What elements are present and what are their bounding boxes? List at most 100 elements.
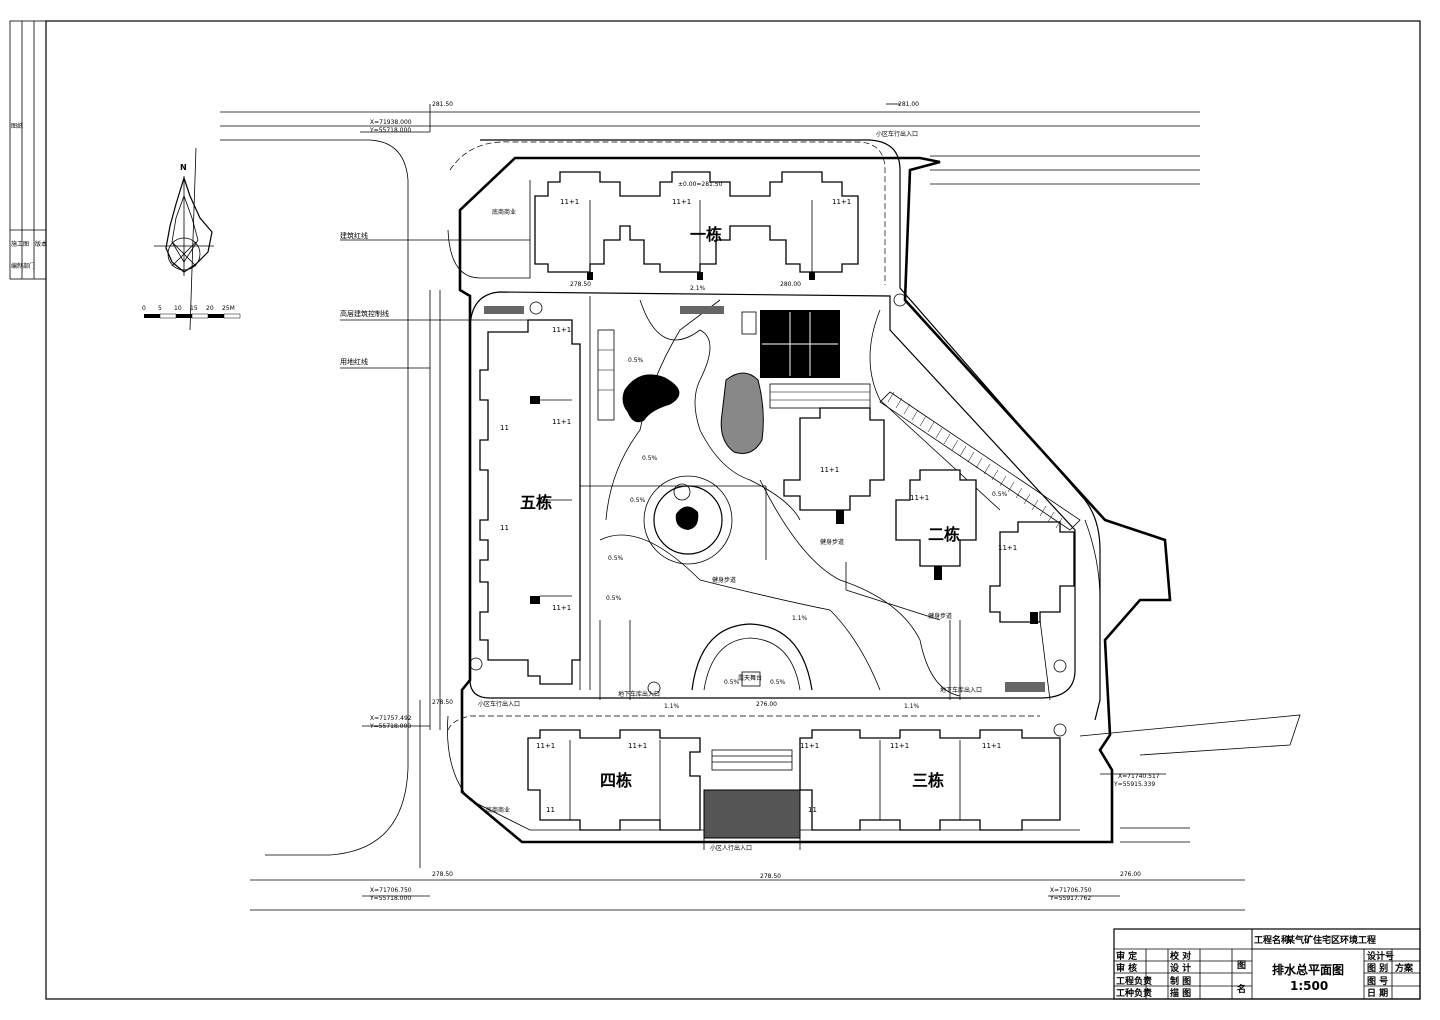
scale-tick-5: 5 <box>158 305 162 312</box>
b3-label: 三栋 <box>912 771 944 790</box>
label-north-entry: 小区车行出入口 <box>876 130 918 138</box>
elev-mid-2: 280.00 <box>780 281 801 288</box>
b5-label: 五栋 <box>520 493 552 512</box>
elev-mid-3: 278.50 <box>570 281 591 288</box>
b5-floor-11-b: 11 <box>500 524 509 532</box>
scale-tick-15: 15 <box>190 305 198 312</box>
slope-9: 1.1% <box>664 703 680 710</box>
label-stage: 露天舞台 <box>738 674 762 682</box>
outer-frame <box>45 20 1421 1000</box>
central-garden <box>469 293 1067 737</box>
slope-12: 1.1% <box>792 615 808 622</box>
scale-tick-0: 0 <box>142 305 146 312</box>
b1-floor-c: 11+1 <box>832 198 851 206</box>
scale-tick-25: 25M <box>222 305 235 312</box>
b1-floor-a: 11+1 <box>560 198 579 206</box>
north-compass: N <box>154 163 214 276</box>
slope-6: 0.5% <box>724 679 740 686</box>
south-plaza <box>703 749 801 850</box>
building-2-east-wing: 11+1 <box>989 521 1075 624</box>
b4-floor-b: 11+1 <box>628 742 647 750</box>
coord-sw-elev: 278.50 <box>432 871 453 878</box>
building-1: 11+1 11+1 11+1 一栋 ±0.00=281.50 <box>534 171 859 280</box>
b2-floor-b: 11+1 <box>910 494 929 502</box>
b1-elevation: ±0.00=281.50 <box>678 181 723 188</box>
b4-floor-a: 11+1 <box>536 742 555 750</box>
coord-nw-y: Y=55718.000 <box>369 127 411 134</box>
streets <box>189 111 1301 911</box>
slope-1: 0.5% <box>628 357 644 364</box>
tb-project-name: 某气矿住宅区环境工程 <box>1286 934 1376 946</box>
b5-floor-c: 11+1 <box>552 604 571 612</box>
label-highrise-control: 高层建筑控制线 <box>340 309 389 318</box>
tb-r0-a: 审 定 <box>1116 950 1138 962</box>
label-building-redline: 建筑红线 <box>340 231 368 240</box>
b2-label: 二栋 <box>928 525 960 544</box>
b4-label: 四栋 <box>600 771 632 790</box>
b4-floor-11: 11 <box>546 806 555 814</box>
coord-se-x: X=71706.750 <box>1050 887 1092 894</box>
slope-5: 0.5% <box>606 595 622 602</box>
label-south-entry: 小区人行出入口 <box>710 844 752 852</box>
left-strip <box>9 20 47 280</box>
coord-w-elev: 278.50 <box>432 699 453 706</box>
building-5: 11+1 11+1 11+1 11 11 五栋 <box>479 319 581 685</box>
coord-w-y: Y=55718.000 <box>369 723 411 730</box>
b2-east-floor: 11+1 <box>998 544 1017 552</box>
strip-mid-label-2: 版本 <box>35 240 47 248</box>
tb-project-label: 工程名称 <box>1254 934 1290 946</box>
tb-right-r0-a: 设计号 <box>1367 950 1394 962</box>
slope-4: 0.5% <box>608 555 624 562</box>
b5-floor-11-a: 11 <box>500 424 509 432</box>
tb-r3-b: 描 图 <box>1170 987 1191 999</box>
tb-tu-label-1: 图 <box>1237 960 1246 971</box>
strip-bottom-label: 编制部门 <box>11 262 35 270</box>
elev-mid-4: 278.50 <box>760 873 781 880</box>
tb-drawing-name: 排水总平面图 <box>1272 962 1344 977</box>
b3-floor-11: 11 <box>808 806 817 814</box>
label-lane-mid: 健身步道 <box>820 538 844 546</box>
b5-floor-a: 11+1 <box>552 326 571 334</box>
coord-se-y: Y=55917.762 <box>1049 895 1091 902</box>
tb-tu-label-2: 名 <box>1237 983 1246 995</box>
elev-mid-1: 276.00 <box>756 701 777 708</box>
slope-7: 0.5% <box>770 679 786 686</box>
b1-floor-b: 11+1 <box>672 198 691 206</box>
tb-drawing-scale: 1:500 <box>1290 979 1328 993</box>
coord-nw-elev: 281.50 <box>432 101 453 108</box>
label-west-entry: 小区车行出入口 <box>478 700 520 708</box>
tb-r1-b: 设 计 <box>1170 962 1191 974</box>
tb-r1-a: 审 核 <box>1116 962 1137 974</box>
building-2: 11+1 11+1 二栋 <box>783 407 977 580</box>
b3-floor-b: 11+1 <box>890 742 909 750</box>
coord-nw-x: X=71938.000 <box>370 119 412 126</box>
label-lane-south: 健身步道 <box>712 576 736 584</box>
b2-floor-a: 11+1 <box>820 466 839 474</box>
label-corner-sw: 底商商业 <box>486 806 510 814</box>
slope-11: 2.1% <box>690 285 706 292</box>
slope-10: 1.1% <box>904 703 920 710</box>
scale-bar: 0 5 10 15 20 25M <box>142 305 241 319</box>
tb-right-r1-a: 图 别 <box>1367 962 1388 974</box>
tb-right-r3-a: 日 期 <box>1367 987 1388 999</box>
coord-w-x: X=71757.492 <box>370 715 412 722</box>
coord-se-elev: 276.00 <box>1120 871 1141 878</box>
coord-sw-y: Y=55718.000 <box>369 895 411 902</box>
label-lane-east: 健身步道 <box>928 612 952 620</box>
title-block: 工程名称 某气矿住宅区环境工程 审 定 校 对 审 核 设 计 工程负责 制 图… <box>1113 928 1421 1000</box>
b3-floor-c: 11+1 <box>982 742 1001 750</box>
tb-r2-b: 制 图 <box>1170 975 1191 987</box>
ne-retaining-strip <box>484 306 1081 692</box>
slope-2: 0.5% <box>642 455 658 462</box>
inner-road <box>469 291 1101 701</box>
label-land-redline: 用地红线 <box>340 357 368 366</box>
strip-top-label: 图纸 <box>11 122 23 130</box>
coordinate-markers: X=71938.000 Y=55718.000 281.50 281.00 X=… <box>360 101 1166 902</box>
north-label: N <box>180 163 187 172</box>
slope-8: 0.5% <box>992 491 1008 498</box>
building-4: 11+1 11+1 11 四栋 <box>527 729 701 831</box>
label-mid-garage: 地下车库出入口 <box>618 690 660 698</box>
strip-mid-label-1: 施工图 <box>11 240 29 248</box>
coord-e-y: Y=55915.339 <box>1113 781 1155 788</box>
